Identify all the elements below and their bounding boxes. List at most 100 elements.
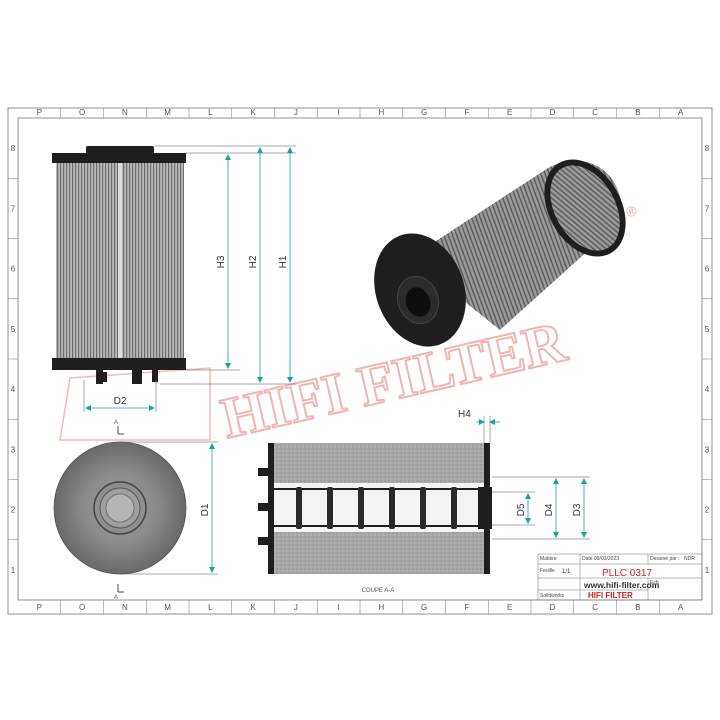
ruler-number-right: 3 [705,445,710,454]
ruler-letter-bottom: P [37,603,42,612]
ruler-letter-bottom: C [592,603,598,612]
ruler-letter-top: B [635,108,640,117]
ruler-letter-top: L [208,108,213,117]
dim-d1-label: D1 [200,503,211,516]
tb-date-value: 09/03/2023 [594,556,619,562]
dim-d4-label: D4 [544,503,555,516]
section-marks [117,426,124,593]
tb-matiere-label: Matière [540,556,557,562]
ruler-letter-top: N [122,108,128,117]
ruler-number-left: 3 [11,445,16,454]
tb-ech-label: Ech [650,580,659,586]
section-marker-bottom: A [114,595,118,601]
ruler-number-right: 4 [705,385,710,394]
iso-front-bore [405,287,431,317]
ruler-number-left: 6 [11,265,16,274]
ruler-letter-bottom: G [421,603,427,612]
ruler-letter-top: H [378,108,384,117]
ruler-letter-bottom: H [378,603,384,612]
end-view [53,441,187,575]
ruler-letter-bottom: M [164,603,171,612]
bottom-endcap [52,358,186,370]
ruler-number-right: 8 [705,144,710,153]
ruler-number-right: 6 [705,265,710,274]
tb-brand: HIFI FILTER [588,591,633,600]
ruler-number-right: 5 [705,325,710,334]
tb-date-label: Date [582,556,593,562]
section-outlet [478,487,492,529]
watermark-arrow-shape [59,367,211,441]
dim-d5-label: D5 [516,503,527,516]
tb-part-number: PLLC 0317 [602,568,652,579]
ruler-left: 8 7 6 5 4 3 2 1 [8,144,18,575]
pin-4 [103,372,107,382]
ruler-number-left: 8 [11,144,16,153]
ruler-letter-top: K [250,108,256,117]
section-pin-mid [258,503,268,511]
pin-1 [96,370,103,384]
tb-feuille-label: Feuille [540,568,555,574]
dim-h3-label: H3 [216,255,227,268]
ruler-number-left: 4 [11,385,16,394]
ruler-number-right: 2 [705,506,710,515]
media-seam [118,163,122,358]
section-marker-top: A [114,420,118,426]
tb-solidworks: Solidworks [540,593,565,599]
ruler-number-right: 7 [705,204,710,213]
ruler-letter-top: E [507,108,512,117]
ruler-letter-bottom: D [549,603,555,612]
ruler-number-left: 2 [11,506,16,515]
dim-d3-label: D3 [572,503,583,516]
section-media-top [274,443,484,483]
ruler-number-left: 5 [11,325,16,334]
registered-mark: ® [625,202,639,220]
section-dimensions [476,416,590,540]
ruler-letter-bottom: F [464,603,469,612]
section-caption: COUPE A-A [362,588,395,594]
ruler-letter-top: O [79,108,85,117]
ruler-letter-bottom: E [507,603,512,612]
ruler-letter-top: D [549,108,555,117]
ruler-number-left: 1 [11,566,16,575]
top-boss [86,146,154,154]
section-media-bottom [274,532,484,574]
core-slot [296,487,302,529]
core-slot [389,487,395,529]
core-slot [451,487,457,529]
pin-3 [152,370,158,382]
ruler-letter-bottom: J [294,603,298,612]
dim-h1-label: H1 [278,255,289,268]
ruler-letter-bottom: O [79,603,85,612]
dim-h4-label: H4 [458,409,471,420]
ruler-letter-bottom: B [635,603,640,612]
section-core [274,483,484,532]
ruler-letter-top: P [37,108,42,117]
section-pin-bottom [258,537,268,545]
tb-url: www.hifi-filter.com [583,580,660,590]
pleated-media-right [122,163,184,358]
section-left-cap [268,443,274,574]
ruler-letter-top: F [464,108,469,117]
ruler-letter-bottom: A [678,603,684,612]
ruler-number-left: 7 [11,204,16,213]
ruler-letter-top: A [678,108,684,117]
ruler-letter-bottom: L [208,603,213,612]
front-dimensions [83,145,296,412]
ruler-letter-bottom: I [338,603,340,612]
ruler-letter-bottom: K [250,603,256,612]
core-slot [358,487,364,529]
section-pin-top [258,468,268,476]
ruler-letter-bottom: N [122,603,128,612]
ruler-letter-top: G [421,108,427,117]
dim-h2-label: H2 [248,255,259,268]
iso-back-media [550,165,620,251]
section-view [258,443,492,574]
pleated-media-left [56,163,118,358]
core-slot [420,487,426,529]
pin-2 [132,370,142,384]
dim-d2-label: D2 [114,396,127,407]
